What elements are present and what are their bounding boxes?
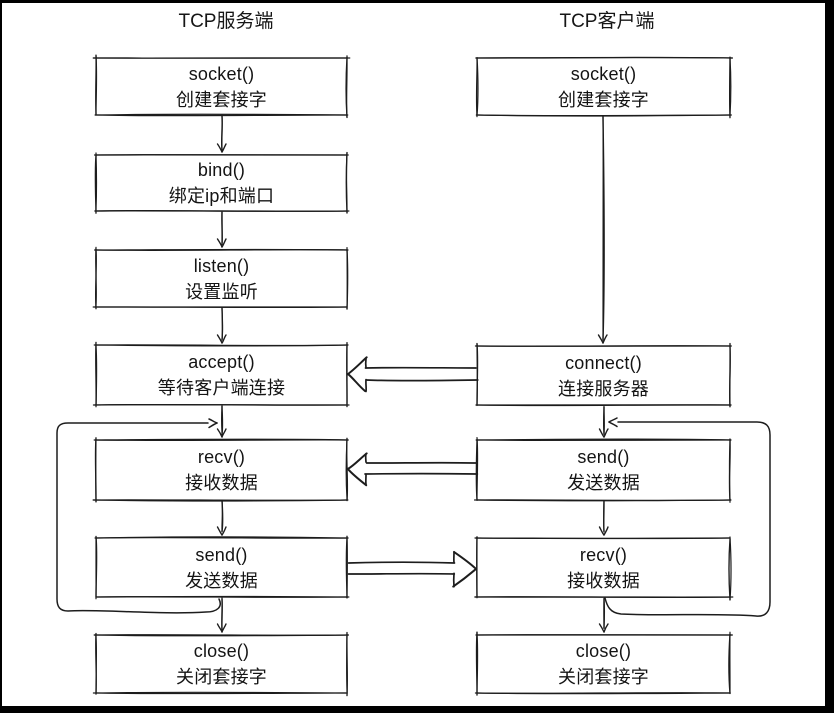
step-description: 创建套接字: [558, 89, 649, 110]
client-step-socket: socket() 创建套接字: [477, 58, 730, 115]
step-function-name: send(): [577, 447, 630, 467]
step-description: 等待客户端连接: [157, 378, 286, 398]
step-function-name: recv(): [197, 447, 246, 467]
step-description: 绑定ip和端口: [168, 186, 275, 206]
step-function-name: listen(): [193, 255, 250, 276]
server-step-recv: recv() 接收数据: [96, 440, 347, 500]
box-outlines: [92, 54, 734, 697]
vertical-flow-arrows: [216, 114, 609, 633]
step-description: 关闭套接字: [558, 667, 649, 687]
step-function-name: socket(): [188, 63, 255, 84]
server-step-close: close() 关闭套接字: [96, 635, 347, 693]
step-function-name: send(): [195, 544, 248, 565]
client-step-connect: connect() 连接服务器: [477, 346, 730, 405]
client-step-close: close() 关闭套接字: [477, 635, 730, 693]
server-step-accept: accept() 等待客户端连接: [96, 345, 347, 405]
step-function-name: socket(): [570, 63, 637, 84]
step-function-name: accept(): [188, 352, 255, 372]
step-function-name: recv(): [579, 544, 628, 565]
client-step-recv: recv() 接收数据: [477, 538, 730, 597]
step-description: 接收数据: [185, 473, 258, 493]
hollow-cross-arrows: [346, 356, 479, 588]
step-function-name: connect(): [565, 352, 642, 373]
step-description: 接收数据: [567, 570, 640, 591]
server-step-bind: bind() 绑定ip和端口: [96, 155, 347, 211]
server-step-listen: listen() 设置监听: [96, 250, 347, 307]
step-function-name: close(): [575, 641, 632, 661]
client-step-send: send() 发送数据: [477, 440, 730, 500]
step-function-name: close(): [193, 641, 250, 661]
server-step-send: send() 发送数据: [96, 538, 347, 597]
step-description: 设置监听: [185, 281, 258, 302]
step-description: 发送数据: [185, 570, 258, 591]
step-description: 发送数据: [567, 473, 640, 493]
step-description: 连接服务器: [558, 378, 649, 399]
loop-back-arrows: [56, 417, 771, 617]
step-description: 关闭套接字: [176, 667, 267, 687]
step-function-name: bind(): [197, 160, 246, 180]
server-column-title: TCP服务端: [178, 11, 274, 32]
step-description: 创建套接字: [176, 89, 267, 110]
server-step-socket: socket() 创建套接字: [96, 58, 347, 115]
client-column-title: TCP客户端: [559, 11, 655, 32]
